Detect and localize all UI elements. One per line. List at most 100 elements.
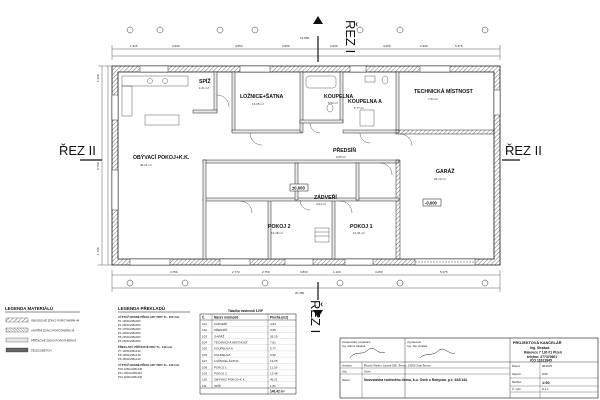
room-pokoj-1: POKOJ 1 11,33 m²	[350, 224, 373, 235]
room-table-cell: 7,61	[270, 341, 276, 345]
dim-left-1: 1.260	[96, 74, 100, 82]
room-table-cell: 103	[202, 334, 207, 338]
svg-text:P4 2000x238x300: P4 2000x238x300	[118, 331, 141, 335]
dim-top-3: 4.550	[235, 44, 243, 48]
svg-text:ŘEZ II: ŘEZ II	[59, 143, 96, 158]
svg-text:P12 2000x238x440: P12 2000x238x440	[118, 375, 143, 379]
svg-text:D.1.1: D.1.1	[542, 387, 549, 391]
room-table-cell: PŘEDSÍŇ	[214, 327, 227, 332]
dim-top-2: 3.600	[172, 44, 180, 48]
svg-text:9,65 m²: 9,65 m²	[336, 155, 346, 159]
room-spiz: SPÍŽ 1,61 m²	[199, 77, 211, 90]
dim-bottom-4: 3.830	[300, 270, 308, 274]
svg-text:DSP: DSP	[542, 372, 548, 376]
room-loznice: LOŽNICE+ŠATNA 13,05 m²	[240, 92, 284, 106]
bottom-dimension-chain	[111, 270, 501, 292]
svg-text:4,64 m²: 4,64 m²	[316, 202, 326, 206]
room-predsin: PŘEDSÍŇ 9,65 m²	[333, 146, 356, 159]
room-table-cell: 102	[202, 328, 207, 332]
svg-text:Řezníč Radim, Lipová 556, Šeno: Řezníč Radim, Lipová 556, Šenov, 23000 Z…	[364, 363, 431, 368]
room-table-cell: 9,65	[270, 328, 276, 332]
svg-text:1,61 m²: 1,61 m²	[199, 86, 209, 90]
room-table-cell: 101	[202, 322, 207, 326]
svg-text:P8 1250x238x140: P8 1250x238x140	[118, 353, 141, 357]
svg-text:Osek: Osek	[364, 370, 371, 374]
svg-text:P2 1500x238x300: P2 1500x238x300	[118, 323, 141, 327]
dim-bottom-7: 5.375	[440, 270, 448, 274]
room-table-cell: 5,77	[270, 347, 276, 351]
svg-text:-0,000: -0,000	[425, 201, 438, 206]
interior-walls	[192, 71, 495, 260]
kitchen-counter	[121, 75, 189, 126]
svg-text:Obj.: Obj.	[342, 370, 347, 374]
svg-text:Tabulka místností 1.NP: Tabulka místností 1.NP	[228, 309, 264, 313]
room-table-cell: 4,64	[270, 322, 276, 326]
svg-text:PROJEKTOVÁ KANCELÁŘ: PROJEKTOVÁ KANCELÁŘ	[513, 340, 562, 345]
room-table-cell: LOŽNICE+ŠATNA	[214, 358, 239, 363]
room-table-cell: 111	[202, 384, 207, 388]
title-block: Zodpovědný projektant Ing. Alfons Strako…	[339, 337, 599, 399]
room-table: Tabulka místností 1.NP Č. Název místnost…	[199, 309, 297, 395]
dim-top-1: 1.925	[130, 44, 138, 48]
svg-text:Plocha (m2): Plocha (m2)	[270, 316, 288, 320]
svg-text:06/2023: 06/2023	[542, 364, 553, 368]
svg-text:26,19 m²: 26,19 m²	[434, 177, 446, 181]
svg-text:P7 1000x238x140: P7 1000x238x140	[118, 349, 141, 353]
svg-text:P1 1250x238x300: P1 1250x238x300	[118, 319, 141, 323]
room-koupelna-a: KOUPELNA A 5,77 m²	[348, 99, 382, 110]
grid-axis-markers	[126, 26, 489, 287]
svg-text:KOUPELNA: KOUPELNA	[324, 94, 353, 100]
svg-text:P6 2500x238x300: P6 2500x238x300	[118, 339, 141, 343]
room-table-cell: 104	[202, 341, 207, 345]
svg-text:11,33 m²: 11,33 m²	[353, 231, 365, 235]
svg-text:OBVODOVÉ ZDIVO POROTHERM 44: OBVODOVÉ ZDIVO POROTHERM 44	[31, 318, 80, 323]
room-technicka: TECHNICKÁ MÍSTNOST 7,61 m²	[414, 87, 474, 101]
dim-left-2: 9.700	[96, 162, 100, 170]
svg-text:telefon: 377370601: telefon: 377370601	[527, 355, 557, 359]
svg-text:IČO 11621845: IČO 11621845	[530, 358, 552, 363]
svg-text:Novostavba rodinného domu, k.ú: Novostavba rodinného domu, k.ú. Osek u R…	[364, 378, 467, 382]
room-table-cell: 46,21	[270, 378, 278, 382]
dim-bottom-5: 1.100	[333, 270, 341, 274]
svg-text:Č. výkr.: Č. výkr.	[512, 386, 522, 391]
svg-text:P5 2250x238x300: P5 2250x238x300	[118, 335, 141, 339]
svg-text:13,48 m²: 13,48 m²	[271, 231, 283, 235]
room-zadveri: ZÁDVEŘÍ 4,64 m²	[314, 193, 337, 206]
level-marker-main: ±0,000	[289, 183, 309, 192]
section-cut-vertical-bottom: ŘEZ I	[308, 282, 323, 333]
svg-text:Rakovce 7 130 01 Plzeň: Rakovce 7 130 01 Plzeň	[524, 351, 562, 355]
room-table-cell: 110	[202, 378, 207, 382]
svg-text:TECHNICKÁ MÍSTNOST: TECHNICKÁ MÍSTNOST	[414, 87, 474, 95]
room-table-cell: SPÍŽ	[214, 383, 221, 388]
svg-text:KOUPELNA A: KOUPELNA A	[348, 99, 382, 105]
svg-text:P9 1500x238x140: P9 1500x238x140	[118, 357, 141, 361]
room-table-cell: 107	[202, 359, 207, 363]
room-table-cell: 1,61	[270, 384, 276, 388]
dim-bottom-2: 2.770	[232, 270, 240, 274]
svg-text:Název místnosti: Název místnosti	[214, 316, 238, 320]
dim-top-7: 2.300	[420, 44, 428, 48]
section-cut-horizontal-right: ŘEZ II	[502, 143, 542, 161]
section-cut-vertical-top: ŘEZ I	[313, 16, 358, 62]
svg-text:Datum: Datum	[512, 364, 521, 368]
svg-text:1:50: 1:50	[542, 381, 550, 385]
svg-text:5,77 m²: 5,77 m²	[354, 106, 364, 110]
room-table-cell: 26,19	[270, 334, 278, 338]
room-table-cell: 13,05	[270, 359, 278, 363]
svg-text:ŽELEZOBETON: ŽELEZOBETON	[31, 348, 51, 353]
svg-text:ŘEZ II: ŘEZ II	[505, 143, 542, 158]
room-garaz: GARÁŽ 26,19 m²	[434, 167, 455, 181]
room-table-cell: 108	[202, 365, 207, 369]
room-table-cell: KOUPELNA	[214, 353, 230, 357]
dim-top-6: 4.250	[383, 44, 391, 48]
svg-text:7,61 m²: 7,61 m²	[428, 97, 438, 101]
room-pokoj-2: POKOJ 2 13,48 m²	[268, 224, 291, 235]
section-cut-horizontal-left: ŘEZ II	[59, 143, 102, 161]
room-table-cell: POKOJ 1	[214, 365, 227, 369]
svg-text:P3 1750x238x300: P3 1750x238x300	[118, 327, 141, 331]
svg-text:140,42 m²: 140,42 m²	[270, 390, 285, 394]
room-table-cell: GARÁŽ	[214, 333, 225, 338]
svg-text:Ing. Strakoš: Ing. Strakoš	[530, 346, 550, 350]
exterior-walls	[111, 65, 501, 266]
